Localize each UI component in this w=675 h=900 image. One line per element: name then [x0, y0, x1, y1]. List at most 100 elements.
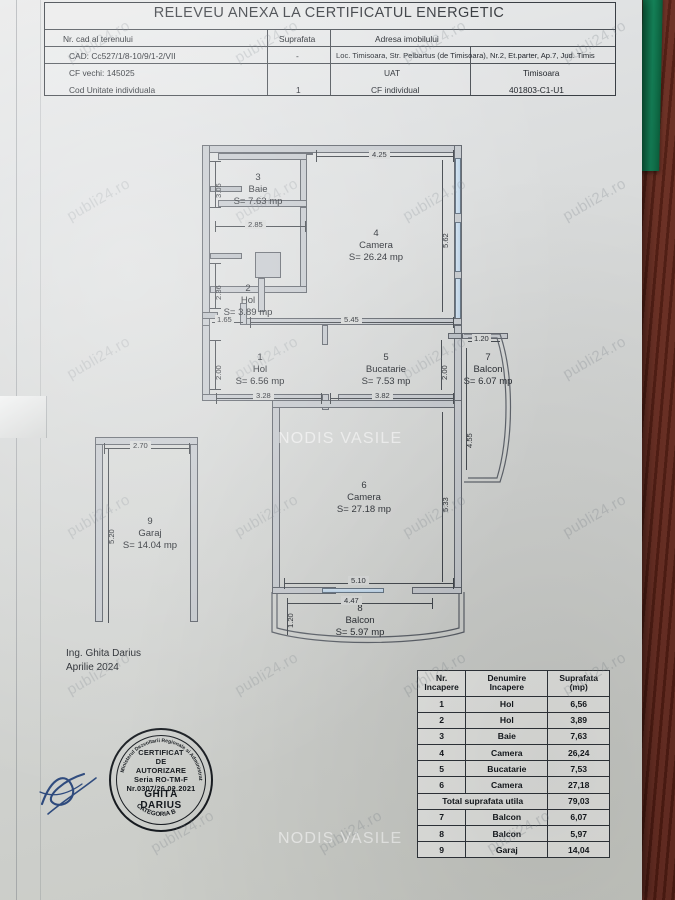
- dimlabel-mid-span: 5.45: [341, 315, 362, 324]
- wall-camera6-bottom-right: [412, 587, 462, 594]
- cell-area: 3,89: [547, 711, 610, 729]
- signature-block: Ing. Ghita Darius Aprilie 2024: [66, 647, 141, 674]
- dimline-baie-left: [215, 161, 216, 208]
- dimline-camera4-right: [442, 160, 443, 312]
- dimtick-gw-a: [104, 443, 105, 454]
- header-value-suprafata: -: [296, 51, 299, 61]
- room-label-hol2: 2 Hol S= 3.89 mp: [213, 283, 283, 319]
- cell-name: Hol: [465, 695, 549, 713]
- dimtick-c6b-b: [453, 578, 454, 589]
- room-number: 6: [361, 480, 367, 491]
- table-row-total: Total suprafata utila 79,03: [416, 792, 610, 810]
- header-value-uat: Timisoara: [523, 68, 560, 78]
- room-area: S= 7.63 mp: [233, 196, 283, 208]
- stamp-line-5: Nr.0307/26.02.2021: [126, 784, 196, 794]
- wall-niche-upper-left: [210, 186, 242, 192]
- dimlabel-top-camera4: 4.25: [369, 150, 390, 159]
- room-number: 2: [245, 283, 251, 294]
- stamp-center-text: CERTIFICAT DE AUTORIZARE Seria RO-TM-F N…: [109, 748, 213, 793]
- room-area: S= 6.56 mp: [235, 376, 285, 388]
- cell-name: Camera: [465, 776, 549, 794]
- page-title: RELEVEU ANEXA LA CERTIFICATUL ENERGETIC: [153, 5, 505, 21]
- cell-nr: 3: [416, 727, 467, 746]
- col-header-nr-l1: Nr.: [436, 672, 448, 683]
- wall-balcon7-stub: [448, 333, 462, 339]
- col-header-nr-l2: Incapere: [424, 682, 459, 693]
- cell-name: Camera: [465, 744, 549, 762]
- dimtick-mid-a: [250, 317, 251, 328]
- window-camera4-east-2: [455, 222, 461, 272]
- dimtick-hol2-a: [210, 263, 221, 264]
- room-area: S= 27.18 mp: [336, 504, 392, 516]
- room-label-camera6: 6 Camera S= 27.18 mp: [312, 480, 416, 516]
- header-value-cf-vechi: CF vechi: 145025: [69, 68, 135, 78]
- room-area: S= 14.04 mp: [122, 540, 178, 552]
- header-value-cod-unitate: 1: [296, 85, 301, 95]
- room-label-garaj: 9 Garaj S= 14.04 mp: [106, 516, 194, 552]
- table-row: 8 Balcon 5,97: [416, 824, 610, 843]
- room-name: Balcon: [345, 615, 375, 627]
- dimlabel-garaj-height: 5.20: [107, 529, 116, 544]
- header-table: Nr. cad al terenului Suprafata Adresa im…: [44, 2, 616, 96]
- wall-shaft-stem: [258, 278, 265, 312]
- cell-name: Garaj: [465, 841, 549, 859]
- dimlabel-balcon8-width: 4.47: [341, 596, 362, 605]
- room-number: 1: [257, 352, 263, 363]
- wall-top-upper: [202, 145, 462, 153]
- col-header-area: Suprafata (mp): [547, 670, 610, 697]
- room-area: S= 7.53 mp: [361, 376, 411, 388]
- room-name: Balcon: [473, 364, 503, 376]
- room-area: S= 6.07 mp: [463, 376, 513, 388]
- col-header-sf-l2: (mp): [569, 682, 588, 693]
- table-row: 2 Hol 3,89: [416, 711, 610, 729]
- col-header-nm-l2: Incapere: [489, 682, 525, 693]
- dimlabel-camera6-bottom: 5.10: [348, 576, 369, 585]
- table-row: 9 Garaj 14,04: [416, 841, 610, 859]
- cell-nr: 2: [416, 711, 467, 729]
- room-number: 8: [357, 603, 363, 614]
- stamp-inner-ring: [116, 735, 206, 825]
- dimlabel-balcon7-left: 2.00: [440, 365, 449, 380]
- dimtick-buc-a: [330, 393, 331, 404]
- dimtick-hol1w-b: [321, 393, 322, 404]
- cell-area: 7,63: [547, 727, 610, 746]
- stamp-line-4: Seria RO-TM-F: [134, 775, 188, 785]
- dimtick-top-camera4-a: [316, 150, 317, 162]
- dimline-balcon7-height: [466, 348, 467, 470]
- dimtick-top-camera4-b: [453, 150, 454, 162]
- cell-area: 26,24: [547, 744, 610, 762]
- stamp-line-3: AUTORIZARE: [135, 766, 187, 776]
- dimline-hol2-left: [215, 263, 216, 309]
- room-area: S= 5.97 mp: [335, 627, 385, 639]
- room-label-camera4: 4 Camera S= 26.24 mp: [326, 228, 426, 264]
- header-label-cod-unitate: Cod Unitate individuala: [69, 85, 156, 95]
- cell-area: 7,53: [547, 760, 610, 778]
- stamp-name-first: GHITĂ: [144, 789, 178, 800]
- cell-area: 14,04: [547, 841, 610, 859]
- engineer-name: Ing. Ghita Darius: [66, 648, 142, 659]
- room-label-bucatarie: 5 Bucatarie S= 7.53 mp: [338, 352, 434, 388]
- room-name: Camera: [359, 240, 393, 252]
- balcon8-outline: [271, 592, 465, 644]
- stamp-outer-ring: [109, 728, 213, 832]
- header-label-adresa: Adresa imobilului: [375, 34, 439, 44]
- cell-name: Balcon: [465, 808, 549, 827]
- header-value-cad: CAD: Cc527/1/8-10/9/1-2/VII: [69, 51, 176, 61]
- dimlabel-camera4-right: 5.62: [441, 233, 450, 248]
- document-date: Aprilie 2024: [66, 661, 119, 673]
- room-label-balcon8: 8 Balcon S= 5.97 mp: [312, 603, 408, 639]
- header-label-suprafata: Suprafata: [279, 34, 316, 44]
- wall-baie-top-stub: [218, 153, 307, 160]
- room-name: Baie: [248, 184, 268, 196]
- stamp-line-1: CERTIFICAT: [138, 748, 184, 757]
- header-label-nr-cad: Nr. cad al terenului: [63, 34, 133, 44]
- room-label-baie: 3 Baie S= 7.63 mp: [212, 172, 304, 208]
- wall-shaft-box: [255, 252, 281, 278]
- summary-table: Nr. Incapere Denumire Incapere Suprafata…: [416, 670, 610, 859]
- dimlabel-balcon7-top: 1.20: [472, 334, 491, 343]
- room-area: S= 3.89 mp: [223, 307, 273, 319]
- dimline-balcon8-left: [287, 603, 288, 635]
- cell-name: Baie: [465, 727, 549, 746]
- wall-baie-bottom: [218, 200, 307, 207]
- dimtick-gw-b: [189, 443, 190, 454]
